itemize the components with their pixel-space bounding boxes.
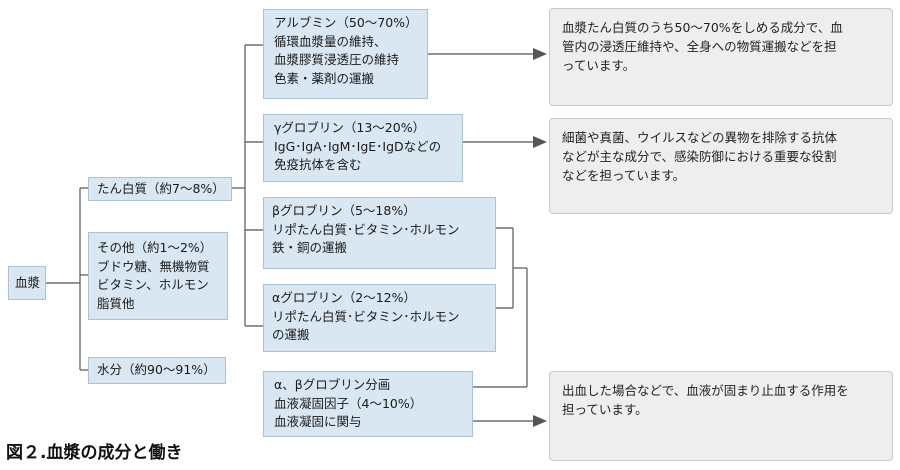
alpha-line-1: αグロブリン（2～12%） (272, 290, 416, 305)
beta-globulin-box: βグロブリン（5～18%） リポたん白質･ビタミン･ホルモン 鉄・銅の運搬 (263, 197, 496, 269)
albumin-note: 血漿たん白質のうち50～70%をしめる成分で、血 管内の浸透圧維持や、全身への物… (549, 8, 893, 106)
albumin-line-1: アルブミン（50～70%） (274, 15, 418, 30)
albumin-line-2: 循環血漿量の維持、 (274, 33, 387, 49)
other-line-1: その他（約1～2%） (97, 240, 213, 255)
other-line-4: 脂質他 (97, 295, 135, 311)
beta-line-1: βグロブリン（5～18%） (272, 203, 416, 218)
plasma-root-label: 血漿 (15, 275, 41, 290)
other-category-box: その他（約1～2%） ブドウ糖、無機物質 ビタミン、ホルモン 脂質他 (88, 232, 228, 320)
other-line-3: ビタミン、ホルモン (97, 277, 209, 292)
albumin-note-line-2: 管内の浸透圧維持や、全身への物質運搬などを担 (562, 39, 837, 54)
coagulation-fraction-box: α、βグロブリン分画 血液凝固因子（4～10%） 血液凝固に関与 (263, 371, 473, 437)
albumin-note-line-1: 血漿たん白質のうち50～70%をしめる成分で、血 (562, 20, 843, 35)
fraction-line-3: 血液凝固に関与 (274, 414, 362, 429)
protein-category-label: たん白質（約7～8%） (97, 181, 225, 196)
coagulation-note: 出血した場合などで、血液が固まり止血する作用を 担っています。 (549, 371, 893, 461)
alpha-line-3: の運搬 (272, 327, 310, 342)
gamma-line-2: IgG･IgA･IgM･IgE･IgDなどの (274, 138, 442, 154)
gamma-line-3: 免疫抗体を含む (274, 157, 362, 172)
gamma-globulin-box: γグロブリン（13～20%） IgG･IgA･IgM･IgE･IgDなどの 免疫… (263, 114, 463, 182)
gamma-globulin-note: 細菌や真菌、ウイルスなどの異物を排除する抗体 などが主な成分で、感染防御における… (549, 118, 893, 214)
gamma-note-line-3: などを担っています。 (562, 168, 686, 183)
water-category-label: 水分（約90～91%） (97, 362, 216, 377)
alpha-globulin-box: αグロブリン（2～12%） リポたん白質･ビタミン･ホルモン の運搬 (263, 284, 496, 352)
gamma-note-line-1: 細菌や真菌、ウイルスなどの異物を排除する抗体 (562, 130, 838, 145)
beta-line-3: 鉄・銅の運搬 (272, 240, 348, 255)
alpha-line-2: リポたん白質･ビタミン･ホルモン (272, 308, 460, 324)
beta-line-2: リポたん白質･ビタミン･ホルモン (272, 221, 460, 237)
water-category-box: 水分（約90～91%） (88, 357, 226, 384)
fraction-line-2: 血液凝固因子（4～10%） (274, 395, 423, 411)
albumin-line-3: 血漿膠質浸透圧の維持 (274, 52, 400, 67)
figure-caption: 図２.血漿の成分と働き (6, 443, 183, 463)
coagulation-note-line-2: 担っています。 (562, 402, 648, 417)
plasma-root-box: 血漿 (8, 266, 46, 300)
fraction-line-1: α、βグロブリン分画 (274, 377, 391, 392)
albumin-note-line-3: っています。 (562, 58, 636, 73)
gamma-line-1: γグロブリン（13～20%） (274, 120, 426, 135)
gamma-note-line-2: などが主な成分で、感染防御における重要な役割 (562, 149, 837, 164)
protein-category-box: たん白質（約7～8%） (88, 177, 232, 201)
other-line-2: ブドウ糖、無機物質 (97, 258, 210, 274)
albumin-line-4: 色素・薬剤の運搬 (274, 70, 375, 86)
coagulation-note-line-1: 出血した場合などで、血液が固まり止血する作用を (562, 383, 849, 398)
albumin-box: アルブミン（50～70%） 循環血漿量の維持、 血漿膠質浸透圧の維持 色素・薬剤… (263, 9, 428, 99)
